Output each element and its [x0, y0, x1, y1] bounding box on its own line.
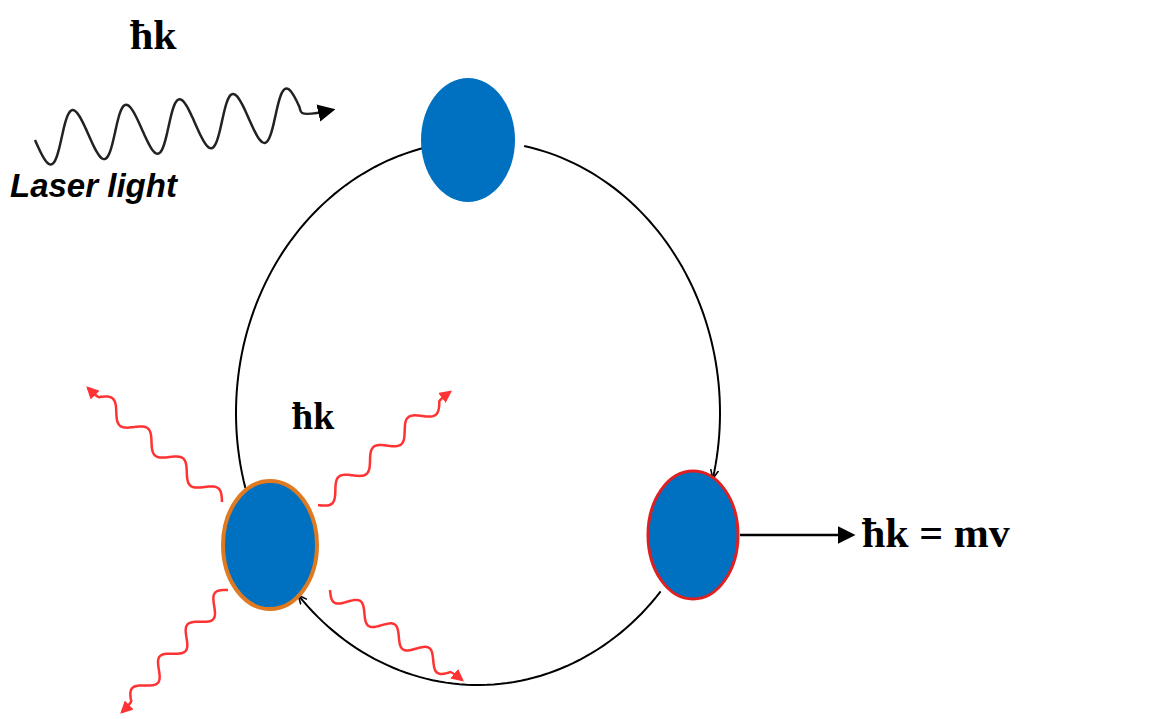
- cycle-arrow: [524, 146, 720, 479]
- photon-momentum-label: ħk: [130, 12, 177, 58]
- cycle-arrow: [298, 591, 660, 685]
- recoil-momentum-label: ħk = mv: [862, 510, 1010, 556]
- emitted-momentum-label: ħk: [292, 396, 334, 438]
- recoiling-atom: [648, 471, 738, 599]
- emitted-photon: [88, 388, 222, 502]
- laser-light-label: Laser light: [10, 168, 177, 204]
- emitting-atom: [223, 481, 317, 609]
- momentum-arrow: [740, 534, 852, 537]
- emitted-photon: [318, 392, 450, 506]
- cycle-arrow: [236, 146, 432, 488]
- emitted-photon: [330, 590, 462, 680]
- excited-atom: [421, 78, 515, 202]
- cycle-arrows: [236, 146, 720, 685]
- laser-wave: [35, 88, 332, 164]
- emitted-photon: [122, 590, 228, 712]
